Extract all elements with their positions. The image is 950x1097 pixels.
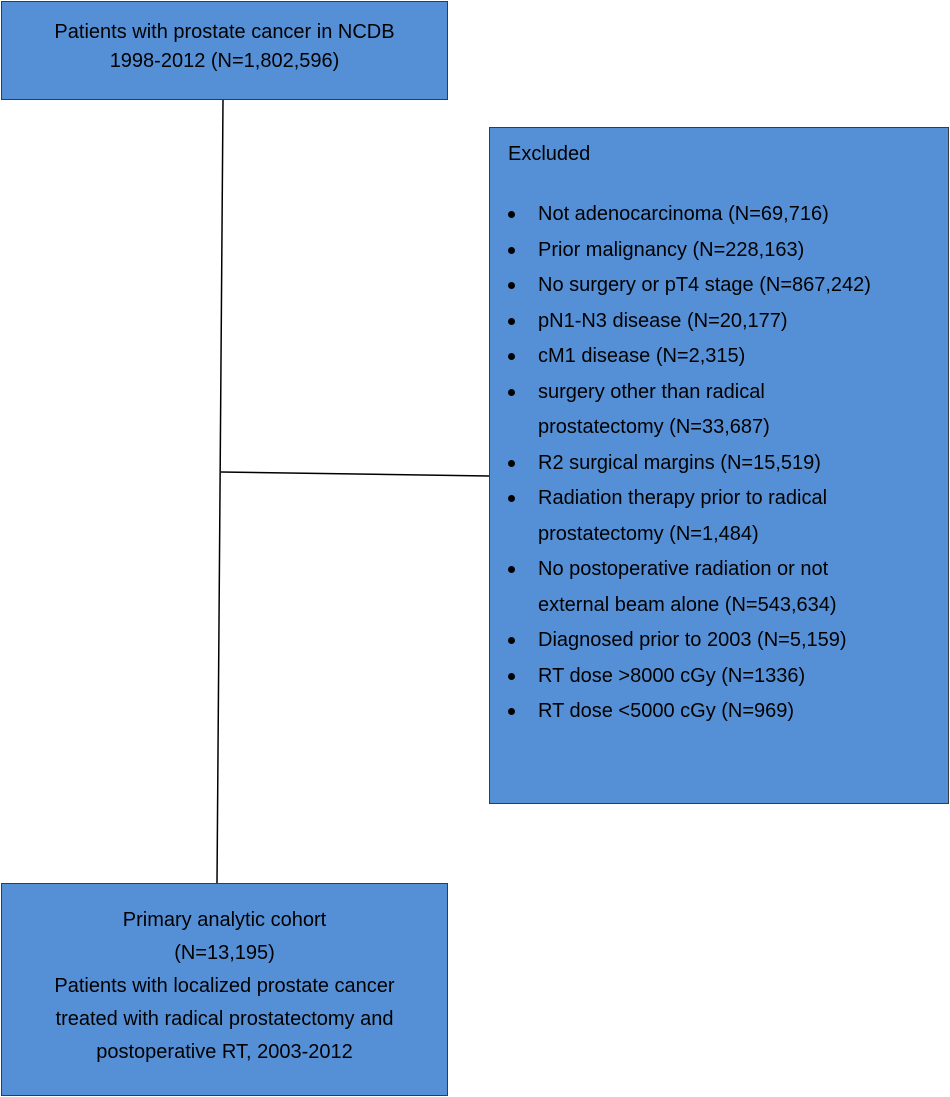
source-line: 1998-2012 (N=1,802,596) — [109, 49, 340, 72]
bullet-icon — [508, 211, 515, 218]
bullet-icon — [508, 246, 515, 254]
excluded-item-text: Prior malignancy (N=228,163) — [538, 238, 805, 261]
excluded-item: RT dose <5000 cGy (N=969) — [490, 694, 871, 730]
excluded-box: Excluded Not adenocarcinoma (N=69,716) Pr… — [489, 127, 949, 804]
exclusion-connector — [220, 471, 490, 477]
vertical-connector — [216, 99, 224, 884]
source-population-box: Patients with prostate cancer in NCDB 19… — [1, 1, 448, 100]
excluded-item: pN1-N3 disease (N=20,177) — [490, 304, 871, 340]
excluded-item: Not adenocarcinoma (N=69,716) — [490, 197, 871, 233]
excluded-item: Radiation therapy prior to radical prosta… — [490, 481, 871, 552]
excluded-item-text: prostatectomy (N=1,484) — [538, 522, 759, 545]
bullet-icon — [508, 282, 515, 289]
cohort-line: treated with radical prostatectomy and — [55, 1008, 394, 1030]
excluded-item: RT dose >8000 cGy (N=1336) — [490, 659, 871, 695]
cohort-line: (N=13,195) — [174, 942, 275, 964]
excluded-item-text: Radiation therapy prior to radical — [538, 487, 828, 509]
source-line: Patients with prostate cancer in NCDB — [54, 20, 395, 43]
excluded-item-text: prostatectomy (N=33,687) — [538, 416, 770, 438]
cohort-line: Patients with localized prostate cancer — [54, 975, 395, 997]
excluded-item-text: No postoperative radiation or not — [538, 558, 829, 580]
excluded-item: Diagnosed prior to 2003 (N=5,159) — [490, 623, 871, 659]
bullet-icon — [508, 459, 515, 467]
excluded-item-text: cM1 disease (N=2,315) — [538, 345, 746, 367]
excluded-item: No surgery or pT4 stage (N=867,242) — [490, 268, 871, 304]
excluded-item: Prior malignancy (N=228,163) — [490, 233, 871, 269]
bullet-icon — [508, 495, 515, 502]
excluded-item: No postoperative radiation or not externa… — [490, 552, 871, 623]
cohort-line: Primary analytic cohort — [122, 909, 327, 931]
excluded-item-text: Not adenocarcinoma (N=69,716) — [538, 203, 829, 225]
excluded-item-text: RT dose >8000 cGy (N=1336) — [538, 664, 806, 687]
excluded-item-text: R2 surgical margins (N=15,519) — [538, 451, 821, 474]
bullet-icon — [508, 637, 515, 644]
analytic-cohort-box: Primary analytic cohort (N=13,195) Patie… — [1, 883, 448, 1096]
excluded-list: Not adenocarcinoma (N=69,716) Prior malig… — [490, 197, 871, 730]
excluded-item: cM1 disease (N=2,315) — [490, 339, 871, 375]
excluded-item: R2 surgical margins (N=15,519) — [490, 446, 871, 482]
bullet-icon — [508, 708, 515, 715]
excluded-title: Excluded — [508, 143, 591, 165]
bullet-icon — [508, 566, 515, 573]
excluded-item-text: RT dose <5000 cGy (N=969) — [538, 700, 795, 722]
excluded-item-text: external beam alone (N=543,634) — [538, 593, 837, 616]
cohort-line: postoperative RT, 2003-2012 — [96, 1041, 353, 1063]
bullet-icon — [508, 388, 515, 396]
bullet-icon — [508, 317, 515, 325]
bullet-icon — [508, 353, 515, 360]
excluded-item: surgery other than radical prostatectomy … — [490, 375, 871, 446]
bullet-icon — [508, 672, 515, 680]
excluded-item-text: surgery other than radical — [538, 380, 765, 403]
excluded-item-text: Diagnosed prior to 2003 (N=5,159) — [538, 629, 847, 651]
excluded-item-text: pN1-N3 disease (N=20,177) — [538, 309, 788, 332]
excluded-item-text: No surgery or pT4 stage (N=867,242) — [538, 274, 871, 296]
